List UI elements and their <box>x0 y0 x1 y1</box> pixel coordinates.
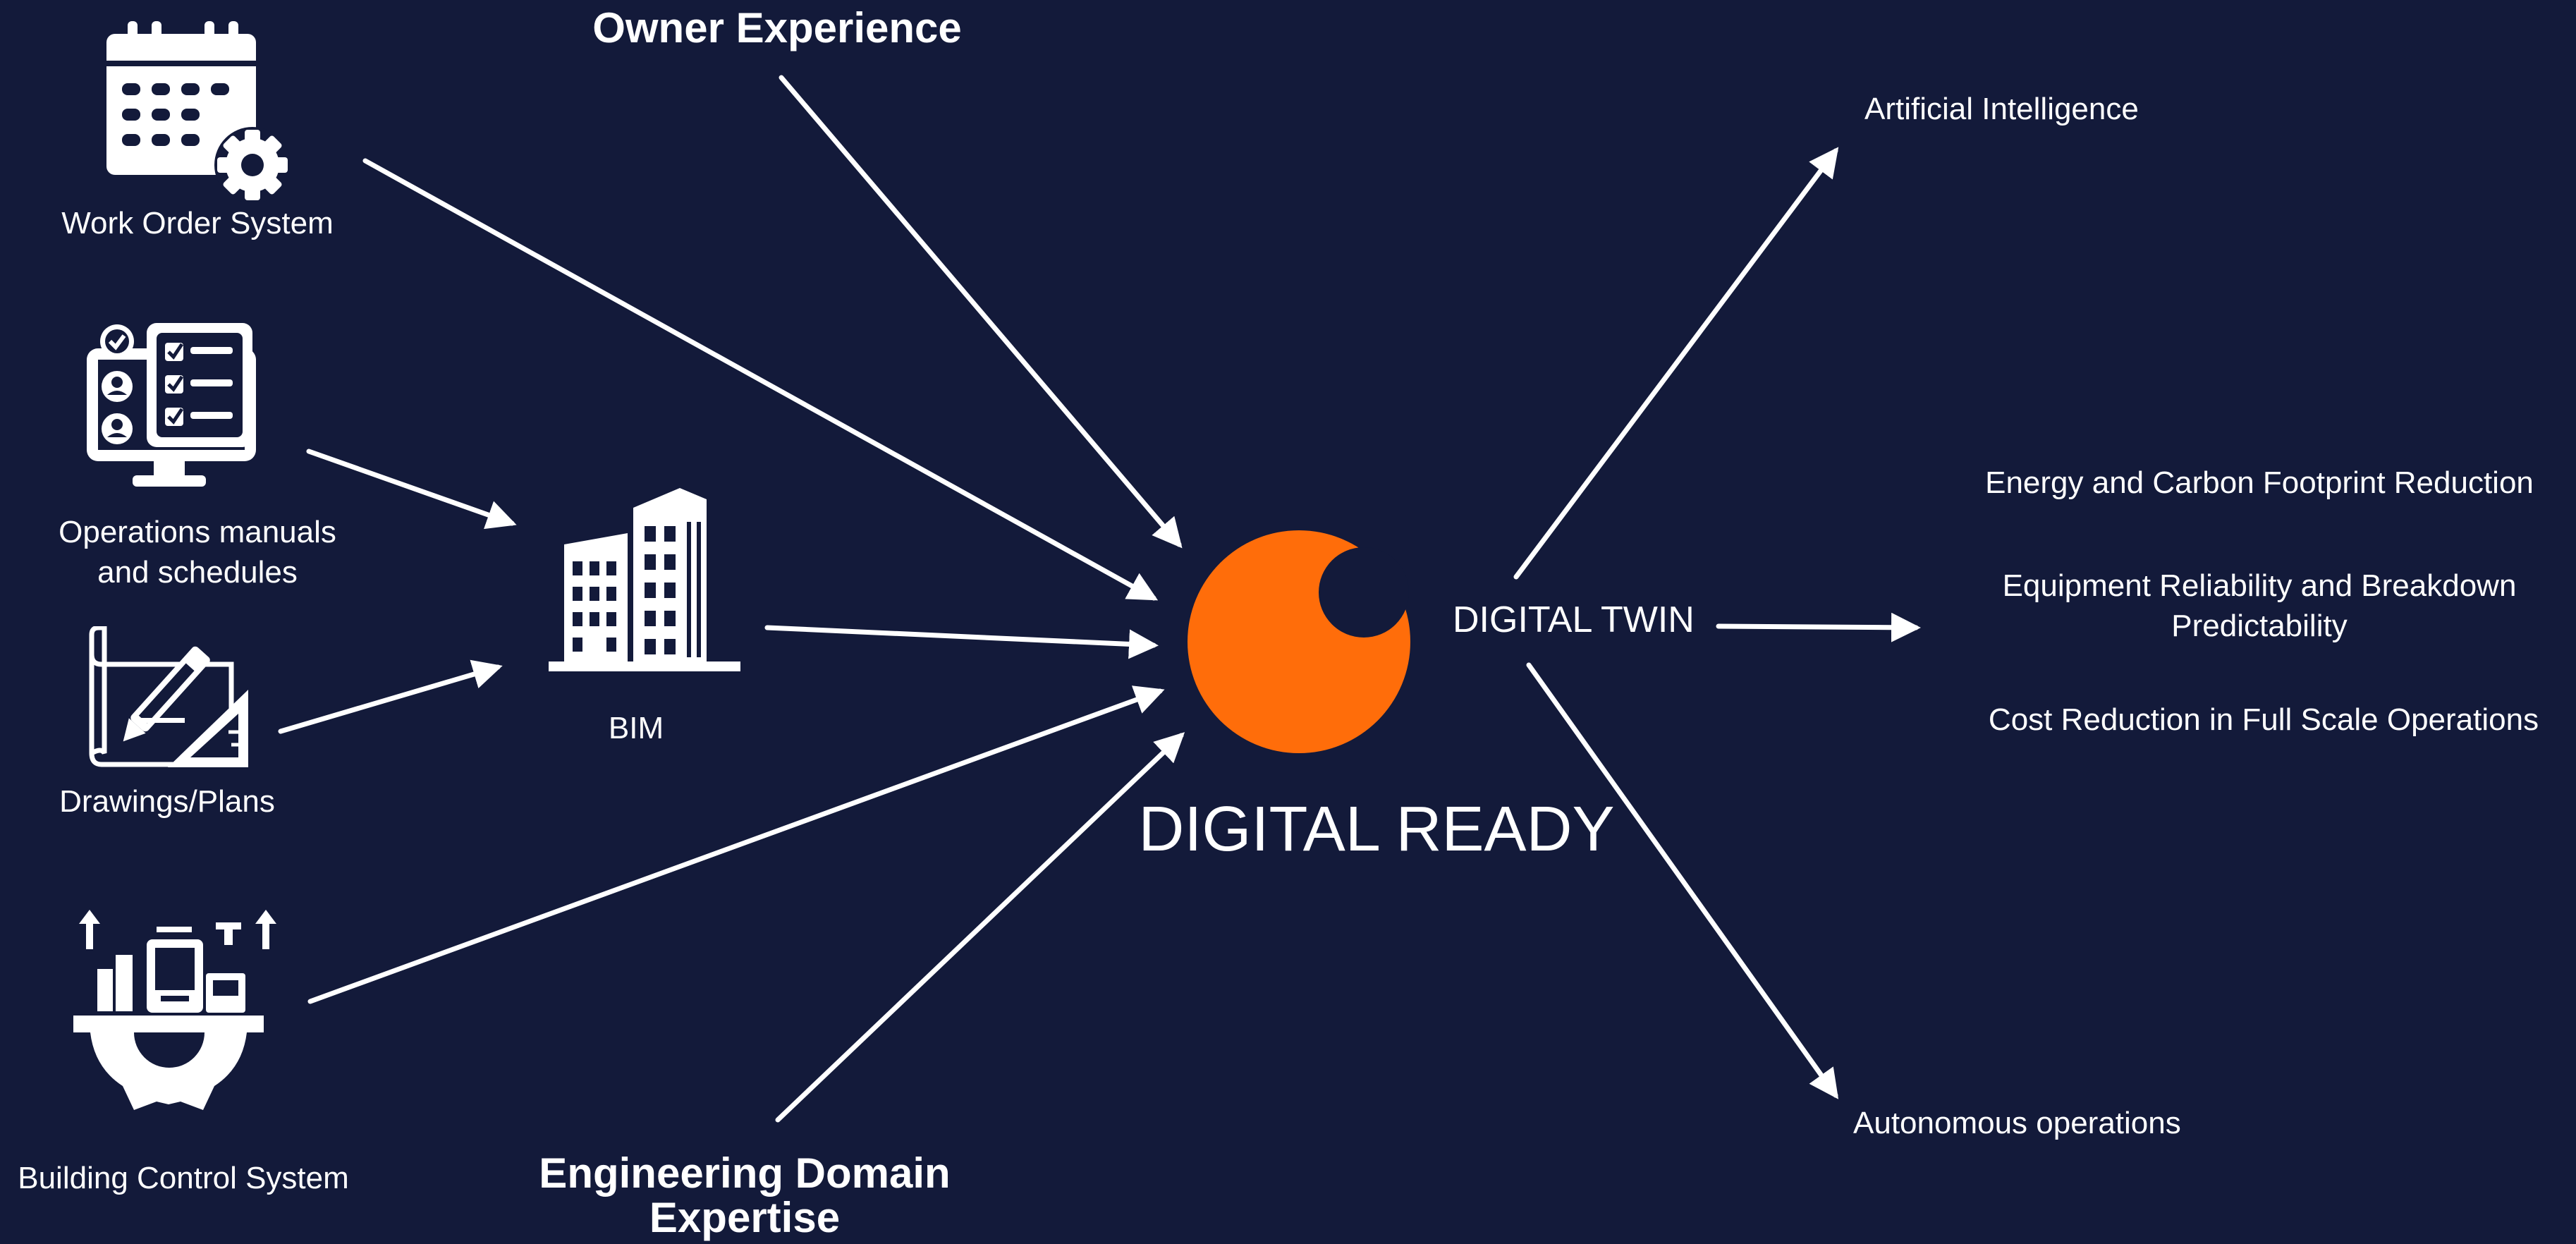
arrow-drawings-to-bim <box>278 659 503 734</box>
outcome-energy-label: Energy and Carbon Footprint Reduction <box>1985 465 2534 500</box>
outcome-ai-label: Artificial Intelligence <box>1864 92 2139 126</box>
bim-label: BIM <box>608 711 664 745</box>
blueprint-pencil-ruler-icon <box>89 626 248 767</box>
arrow-twin-to-outcomes <box>1716 612 1921 642</box>
engineering-expertise-label: Engineering Domain Expertise <box>539 1150 951 1241</box>
arrow-twin-to-autonomous <box>1526 662 1839 1099</box>
arrow-manuals-to-bim <box>306 449 517 530</box>
outcome-autonomous-label: Autonomous operations <box>1853 1106 2181 1140</box>
building-control-label: Building Control System <box>18 1161 349 1195</box>
arrow-owner-to-logo <box>779 75 1183 549</box>
arrow-engineering-to-logo <box>775 732 1185 1123</box>
digital-ready-label: DIGITAL READY <box>1138 794 1615 865</box>
digital-twin-label: DIGITAL TWIN <box>1453 599 1695 640</box>
checklist-monitor-icon <box>87 323 256 487</box>
drawings-label: Drawings/Plans <box>59 784 275 819</box>
arrow-workorder-to-logo <box>362 158 1159 601</box>
arrow-bcs-to-logo <box>307 685 1165 1004</box>
gear-equipment-icon <box>73 910 276 1110</box>
arrow-bim-to-logo <box>764 625 1159 659</box>
work-order-label: Work Order System <box>61 206 334 240</box>
calendar-gear-icon <box>106 21 289 202</box>
operations-manuals-label: Operations manuals and schedules <box>59 515 336 590</box>
orange-circle-logo <box>1188 530 1410 753</box>
buildings-icon <box>549 488 740 671</box>
arrow-twin-to-ai <box>1513 147 1839 580</box>
outcome-cost-label: Cost Reduction in Full Scale Operations <box>1988 702 2539 737</box>
outcome-reliability-label: Equipment Reliability and Breakdown Pred… <box>2002 568 2517 644</box>
owner-experience-label: Owner Experience <box>592 4 962 51</box>
